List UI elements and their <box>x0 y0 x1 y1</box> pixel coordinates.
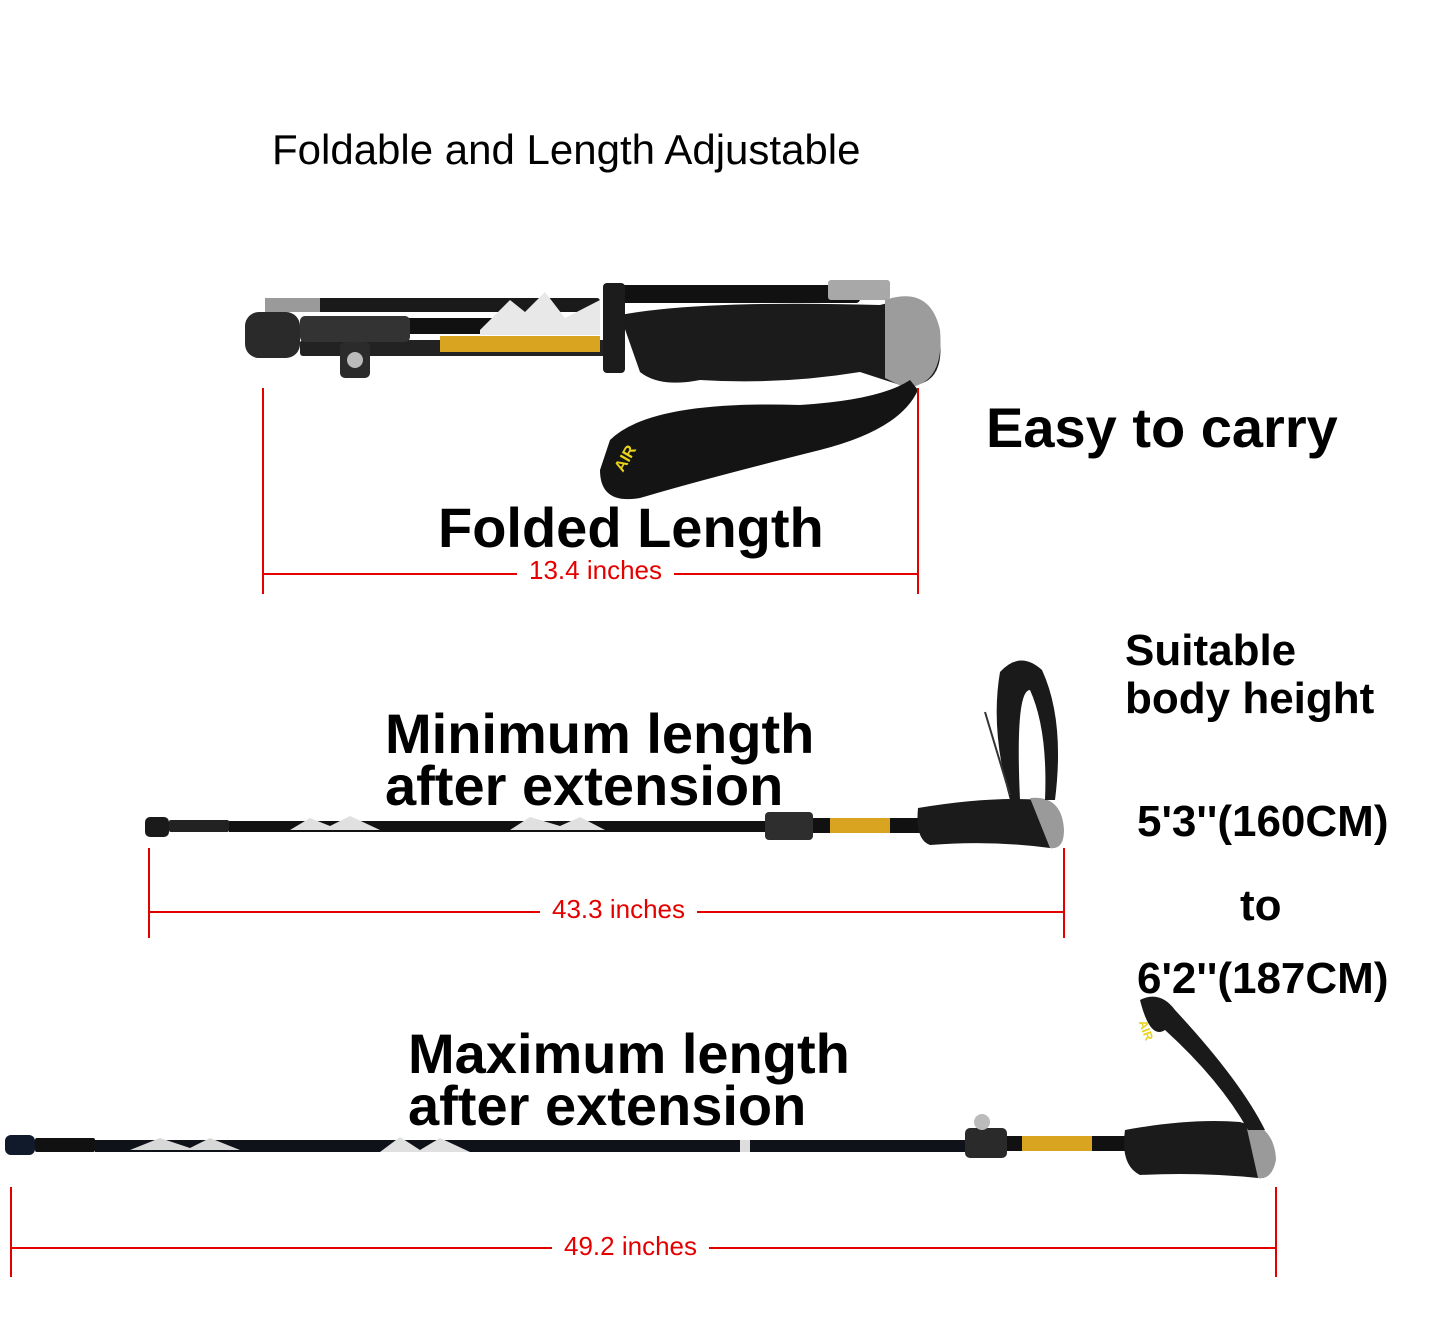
svg-text:AIR: AIR <box>1136 1018 1156 1043</box>
minimum-length-measurement: 43.3 inches <box>540 894 697 925</box>
folded-length-label: Folded Length <box>438 496 824 559</box>
body-height-max: 6'2''(187CM) <box>1137 954 1389 1003</box>
folded-length-measurement: 13.4 inches <box>517 555 674 586</box>
maximum-length-label-line1: Maximum length <box>408 1022 850 1085</box>
easy-to-carry-label: Easy to carry <box>986 396 1338 459</box>
body-height-min: 5'3''(160CM) <box>1137 797 1389 846</box>
body-height-label-line1: Suitable <box>1125 626 1297 675</box>
maximum-length-measurement: 49.2 inches <box>552 1231 709 1262</box>
maximum-length-label-line2: after extension <box>408 1074 807 1137</box>
minimum-length-label-line2: after extension <box>385 754 784 817</box>
body-height-connector: to <box>1240 881 1282 930</box>
body-height-label-line2: body height <box>1125 674 1375 723</box>
page-title: Foldable and Length Adjustable <box>272 126 861 173</box>
minimum-length-label-line1: Minimum length <box>385 702 815 765</box>
